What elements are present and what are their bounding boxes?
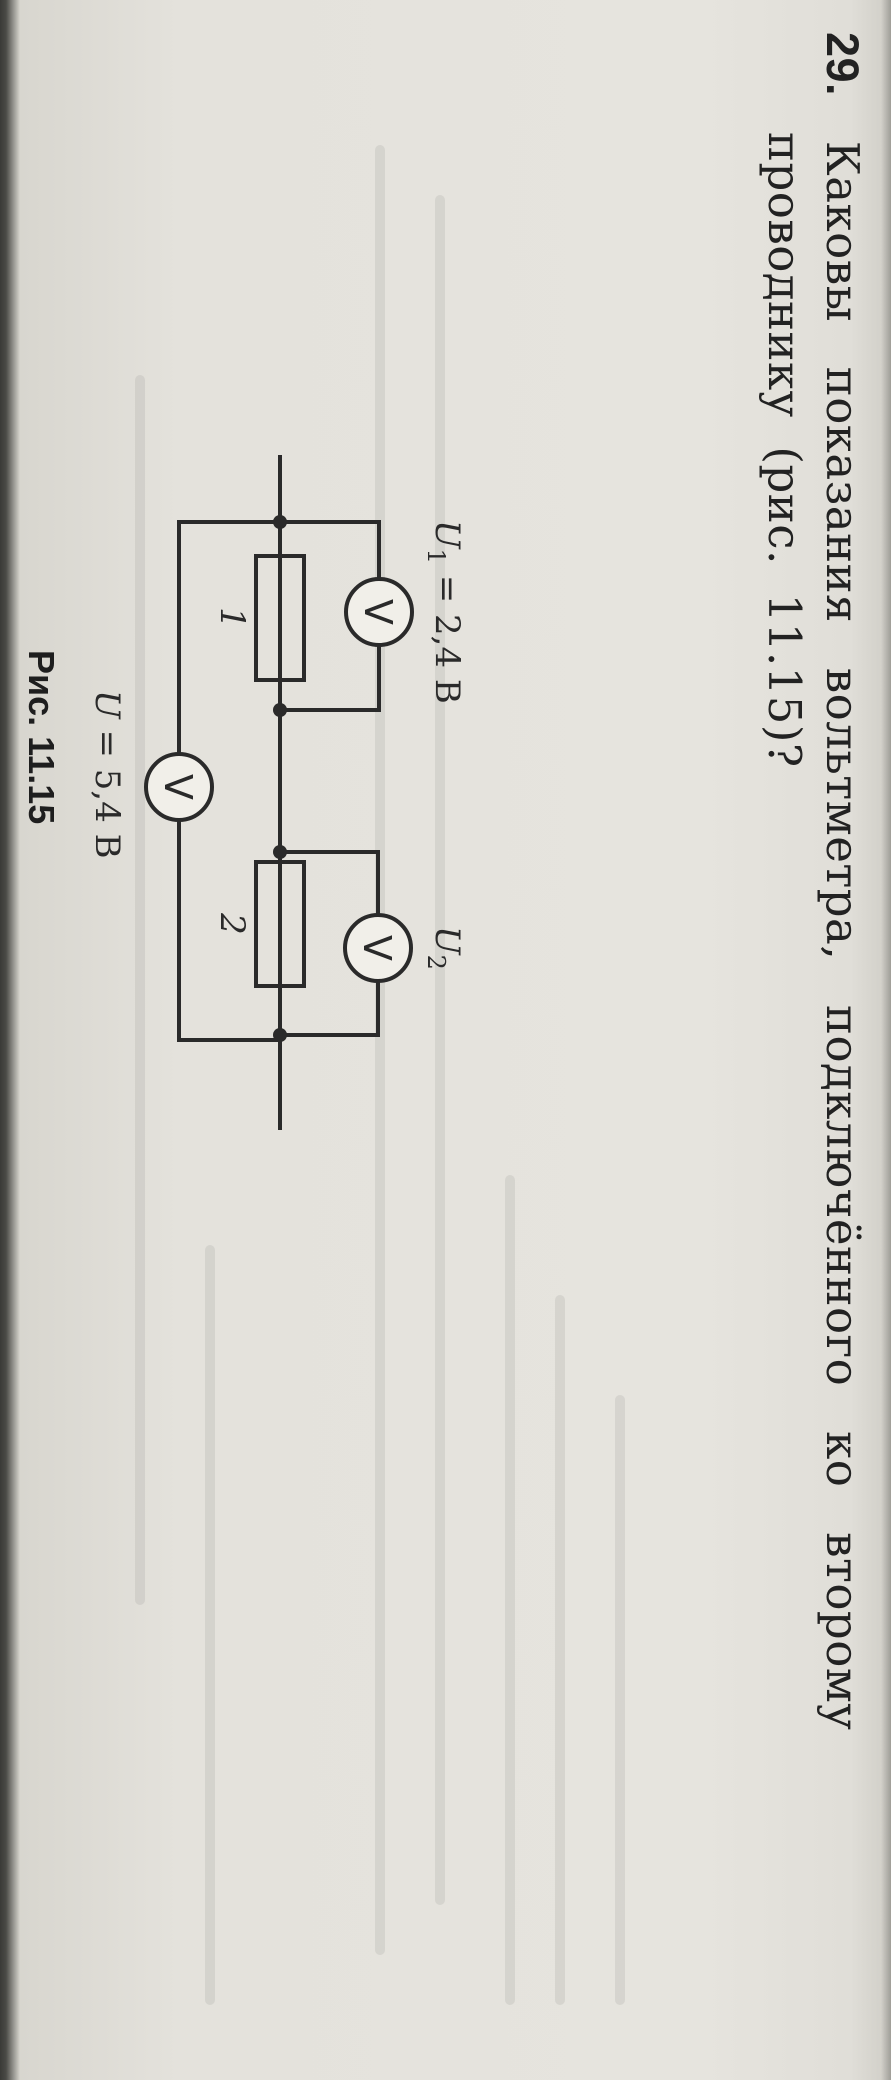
junction-2 xyxy=(273,703,287,717)
figure-caption: Рис. 11.15 xyxy=(21,650,62,824)
u2-label: U2 xyxy=(422,926,467,970)
voltmeter-total-symbol: V xyxy=(156,774,200,800)
resistor-1-label: 1 xyxy=(212,607,252,629)
voltmeter-2 xyxy=(343,913,413,983)
voltmeter-1 xyxy=(344,577,414,647)
voltmeter-2-symbol: V xyxy=(355,935,399,961)
junction-3 xyxy=(273,845,287,859)
resistor-2 xyxy=(254,860,306,988)
resistor-2-label: 2 xyxy=(212,912,252,935)
page-edge-shadow xyxy=(881,0,891,2080)
u-total-label: U = 5,4 В xyxy=(87,690,127,859)
resistor-1 xyxy=(254,554,306,682)
u1-label: U1 = 2,4 В xyxy=(422,520,467,704)
voltmeter-1-symbol: V xyxy=(356,599,400,625)
voltmeter-total xyxy=(144,752,214,822)
